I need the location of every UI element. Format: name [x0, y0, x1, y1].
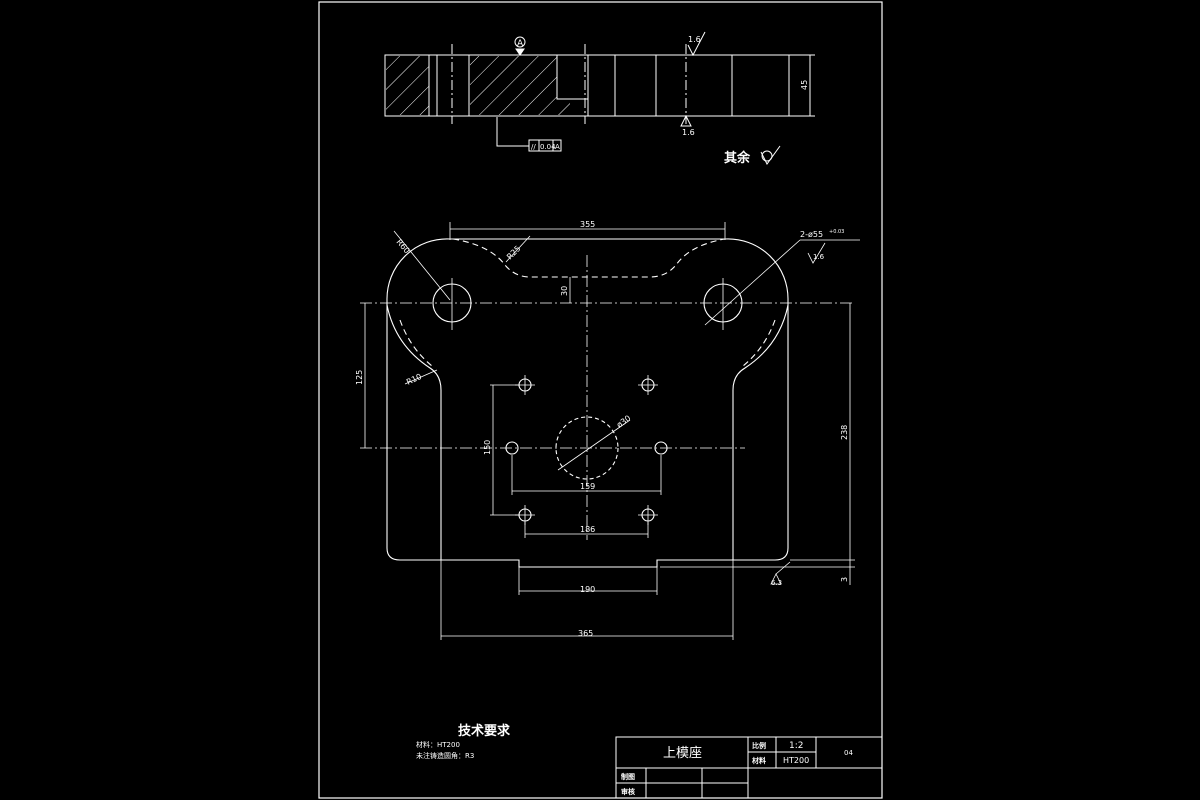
roughness-bottom-label: 1.6	[682, 128, 695, 137]
dim-center-bore: ø30	[615, 414, 633, 430]
dim-150: 150	[483, 440, 492, 455]
material-value: HT200	[783, 756, 809, 765]
dim-186: 186	[580, 525, 595, 534]
part-name: 上模座	[663, 746, 702, 761]
tech-requirements-line1: 材料：HT200	[416, 740, 460, 749]
tolerance-symbol: //	[531, 143, 536, 151]
section-view	[384, 31, 815, 165]
checked-by-label: 审核	[621, 787, 635, 796]
title-block-labels: 上模座 比例 1:2 材料 HT200 04 制图 审核	[621, 741, 853, 796]
drawing-frame	[318, 1, 883, 799]
scale-value: 1:2	[789, 741, 803, 751]
sheet-number: 04	[844, 749, 853, 757]
dim-125: 125	[355, 370, 364, 385]
thickness-dimension: 45	[800, 80, 809, 90]
dim-159: 159	[580, 482, 595, 491]
dim-190: 190	[580, 585, 595, 594]
plan-view-labels: 355 R60 R25 30 2-ø55 +0.03 1.6 125 R10 ø…	[355, 220, 849, 638]
material-label: 材料	[751, 756, 766, 765]
dim-365: 365	[578, 629, 593, 638]
tolerance-datum: A	[555, 143, 560, 151]
hole-roughness: 1.6	[813, 253, 825, 261]
hole-callout: 2-ø55	[800, 230, 823, 239]
drawn-by-label: 制图	[621, 772, 635, 781]
dim-30: 30	[560, 286, 569, 296]
dim-3: 3	[840, 577, 849, 582]
dim-r10: R10	[405, 372, 423, 387]
datum-a-label: A	[517, 39, 524, 49]
tolerance-value: 0.04	[540, 143, 556, 151]
dim-238: 238	[840, 425, 849, 440]
plan-view-dimensions	[364, 222, 860, 640]
title-block	[615, 736, 883, 799]
tech-requirements-title: 技术要求	[458, 723, 511, 739]
section-view-labels: A 1.6 1.6 45 // 0.04 A 其余	[517, 35, 809, 166]
scale-label: 比例	[752, 741, 766, 750]
roughness-top-label: 1.6	[688, 35, 701, 44]
tech-requirements-line2: 未注铸造圆角：R3	[416, 751, 474, 760]
tech-requirements: 技术要求 材料：HT200 未注铸造圆角：R3	[416, 723, 511, 760]
plan-view-outline	[360, 238, 855, 568]
bottom-roughness: 6.3	[771, 579, 782, 587]
hole-callout-tolerance: +0.03	[829, 229, 844, 235]
dim-355: 355	[580, 220, 595, 229]
remaining-roughness-label: 其余	[724, 150, 751, 166]
